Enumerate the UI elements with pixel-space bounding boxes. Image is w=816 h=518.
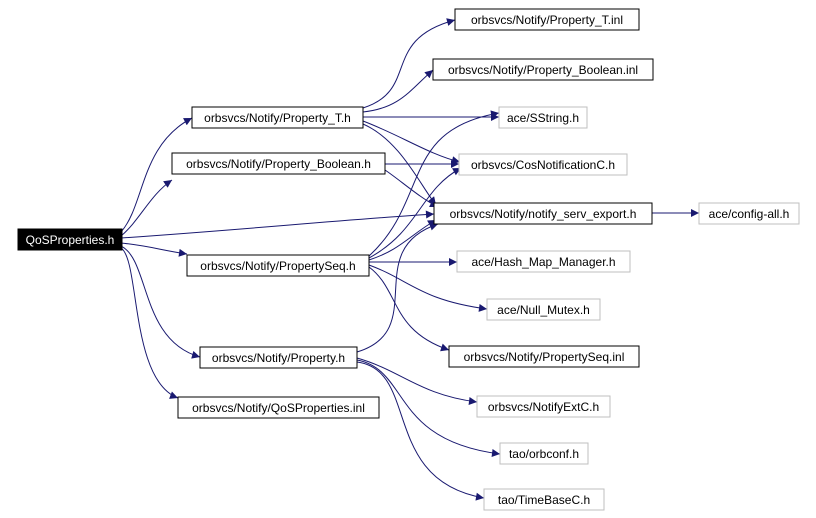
node-null-mutex[interactable]: ace/Null_Mutex.h <box>486 298 601 321</box>
node-label: orbsvcs/Notify/Property.h <box>212 351 345 365</box>
node-property-t-h[interactable]: orbsvcs/Notify/Property_T.h <box>191 106 364 129</box>
node-label: orbsvcs/CosNotificationC.h <box>471 158 615 172</box>
node-hash-map-manager[interactable]: ace/Hash_Map_Manager.h <box>456 250 631 273</box>
node-label: ace/SString.h <box>507 111 579 125</box>
node-qosproperties-h[interactable]: QoSProperties.h <box>17 228 123 251</box>
node-cosnotificationc[interactable]: orbsvcs/CosNotificationC.h <box>458 153 628 176</box>
edge-qos-to-property-boolean-h <box>120 179 173 237</box>
node-label: orbsvcs/Notify/QoSProperties.inl <box>192 401 365 415</box>
edge-property-h-to-orbconf <box>356 359 501 457</box>
node-notifyextc[interactable]: orbsvcs/NotifyExtC.h <box>476 395 611 418</box>
node-label: orbsvcs/Notify/notify_serv_export.h <box>450 207 637 221</box>
node-label: orbsvcs/Notify/Property_T.h <box>204 111 351 125</box>
edge-qos-to-propertyseq-h <box>120 242 188 257</box>
node-label: ace/Null_Mutex.h <box>497 303 590 317</box>
node-propertyseq-h[interactable]: orbsvcs/Notify/PropertySeq.h <box>186 254 370 277</box>
node-qosproperties-inl[interactable]: orbsvcs/Notify/QoSProperties.inl <box>177 396 380 419</box>
edge-property-t-h-to-notify-serv-export <box>362 123 437 206</box>
edge-property-t-h-to-property-t-inl <box>362 18 456 109</box>
edge-property-h-to-timebasec <box>356 361 485 501</box>
node-sstring[interactable]: ace/SString.h <box>498 106 588 129</box>
node-label: orbsvcs/Notify/Property_Boolean.inl <box>448 63 638 77</box>
edge-qos-to-notify-serv-export <box>120 210 435 239</box>
edge-propertyseq-h-to-propertyseq-inl <box>368 266 450 352</box>
node-label: tao/orbconf.h <box>509 447 579 461</box>
node-property-boolean-inl[interactable]: orbsvcs/Notify/Property_Boolean.inl <box>432 58 654 81</box>
edge-property-t-h-to-cosnotificationc <box>362 120 461 165</box>
node-label: orbsvcs/Notify/Property_T.inl <box>471 13 623 27</box>
node-label: orbsvcs/Notify/PropertySeq.h <box>200 259 355 273</box>
node-property-h[interactable]: orbsvcs/Notify/Property.h <box>199 346 358 369</box>
edge-property-boolean-h-to-notify-serv-export <box>384 169 439 208</box>
edge-qos-to-property-t-h <box>120 117 193 233</box>
node-orbconf[interactable]: tao/orbconf.h <box>499 442 589 465</box>
edge-qos-to-qosproperties-inl <box>120 247 179 399</box>
node-timebasec[interactable]: tao/TimeBaseC.h <box>483 488 605 511</box>
edge-property-t-h-to-property-boolean-inl <box>362 69 434 113</box>
edge-propertyseq-h-to-cosnotificationc <box>368 167 462 259</box>
node-property-t-inl[interactable]: orbsvcs/Notify/Property_T.inl <box>454 8 640 31</box>
node-label: ace/config-all.h <box>709 207 790 221</box>
node-label: QoSProperties.h <box>26 233 115 247</box>
node-label: orbsvcs/Notify/Property_Boolean.h <box>186 157 371 171</box>
node-label: orbsvcs/NotifyExtC.h <box>488 400 599 414</box>
node-config-all[interactable]: ace/config-all.h <box>698 202 800 225</box>
node-label: tao/TimeBaseC.h <box>498 493 590 507</box>
node-label: orbsvcs/Notify/PropertySeq.inl <box>464 350 625 364</box>
node-property-boolean-h[interactable]: orbsvcs/Notify/Property_Boolean.h <box>171 152 386 175</box>
edge-qos-to-property-h <box>120 245 201 359</box>
edge-property-h-to-notify-serv-export <box>356 222 439 353</box>
edge-propertyseq-h-to-null-mutex <box>368 264 488 312</box>
edge-property-h-to-notifyextc <box>356 357 478 405</box>
node-notify-serv-export[interactable]: orbsvcs/Notify/notify_serv_export.h <box>433 202 653 225</box>
edge-propertyseq-h-to-sstring <box>368 110 500 257</box>
edge-propertyseq-h-to-notify-serv-export <box>368 219 437 261</box>
node-label: ace/Hash_Map_Manager.h <box>471 255 615 269</box>
node-propertyseq-inl[interactable]: orbsvcs/Notify/PropertySeq.inl <box>448 345 640 368</box>
